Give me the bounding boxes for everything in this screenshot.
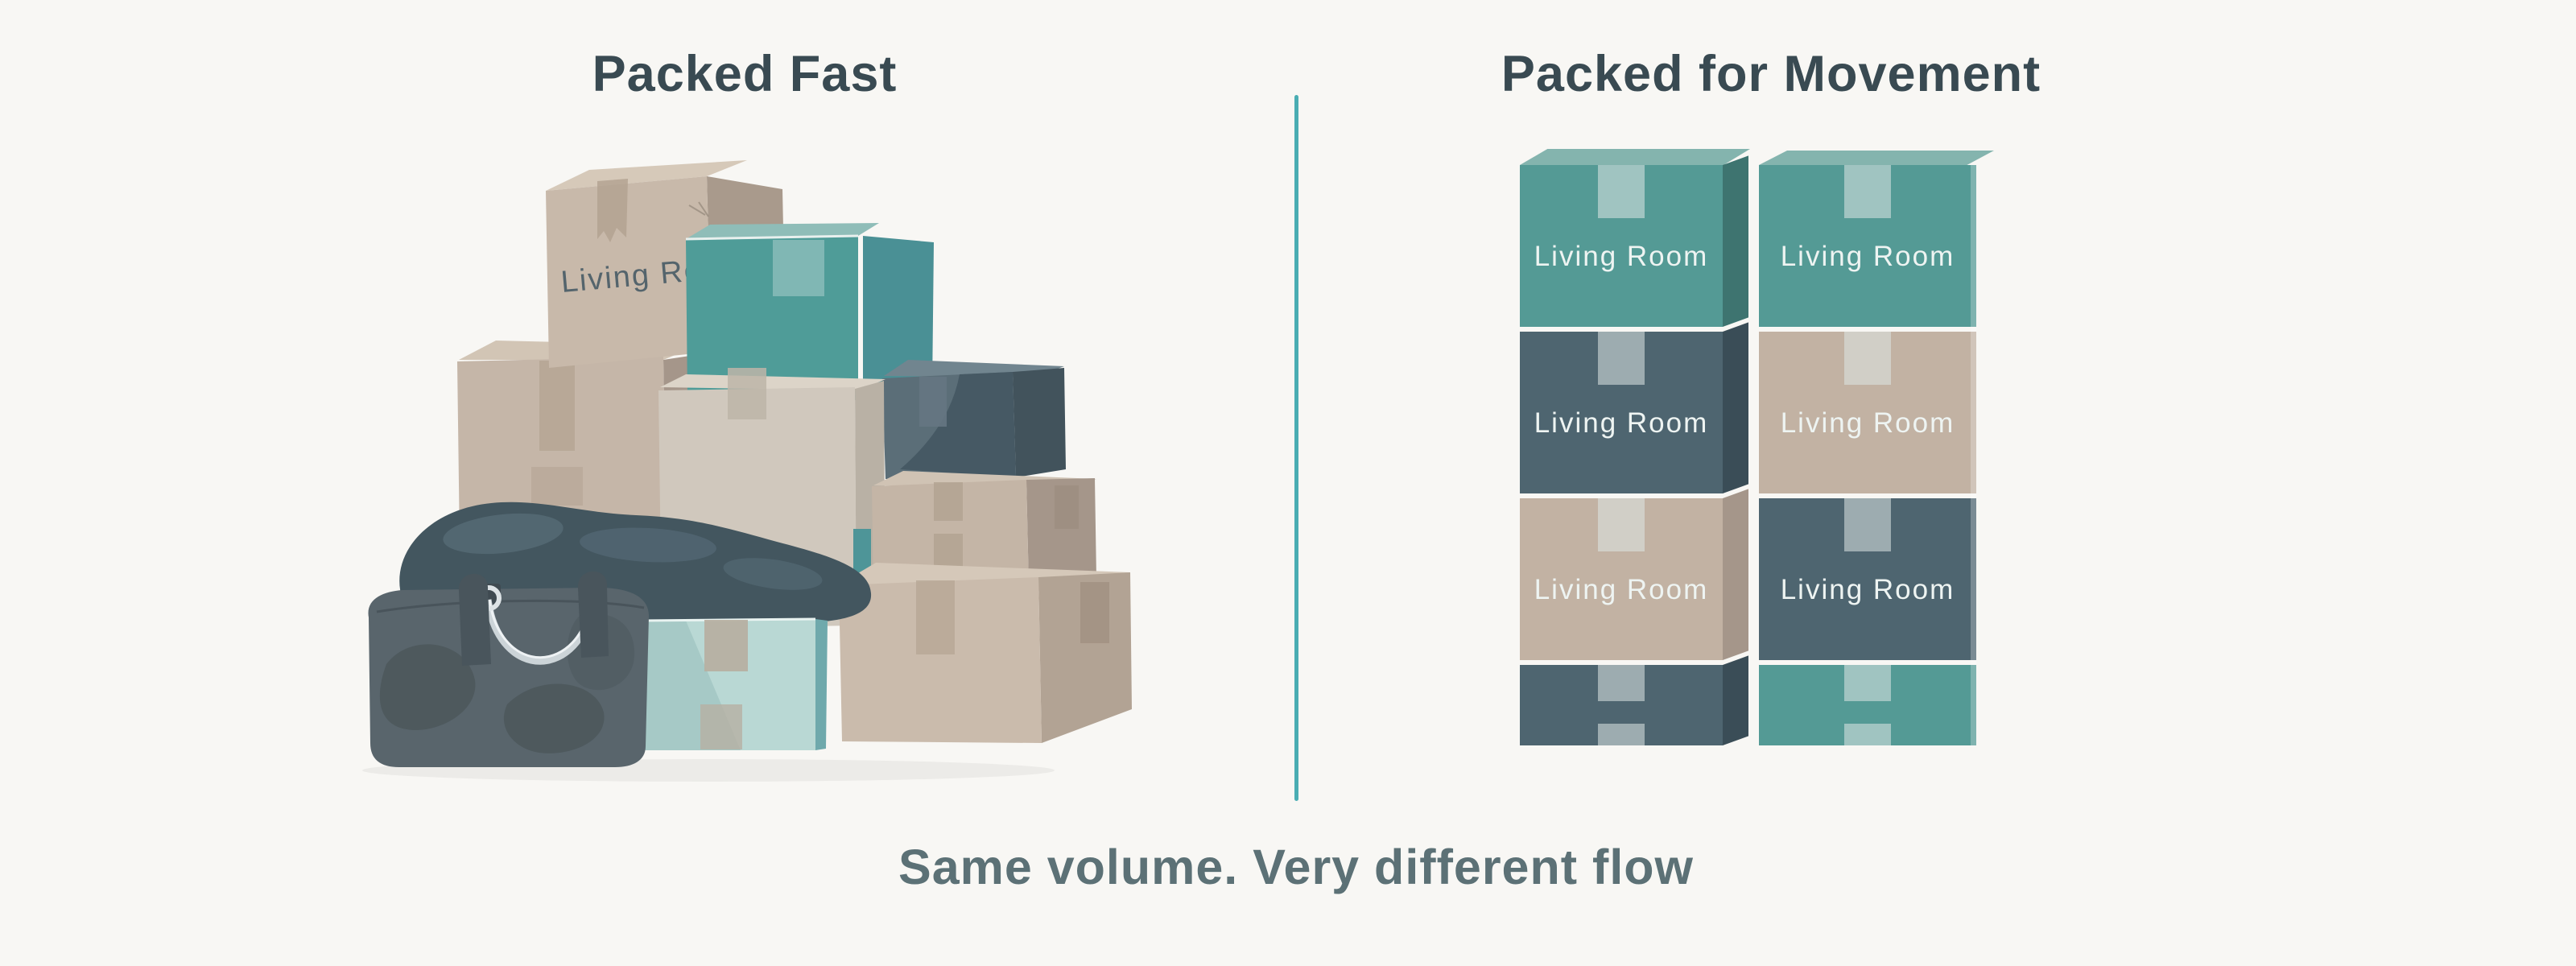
- moving-box: [1759, 665, 1976, 745]
- tape-strip: [1598, 498, 1645, 551]
- divider-line: [1294, 95, 1298, 801]
- bag-strap: [458, 573, 491, 666]
- duffel-bag: [368, 571, 649, 767]
- tape-strip: [1844, 332, 1891, 385]
- moving-box: [1520, 665, 1723, 745]
- packed-fast-illustration: Living Room: [362, 160, 1132, 782]
- tape-strip: [1598, 332, 1645, 385]
- tape-strip: [1844, 724, 1891, 745]
- slate-box: [882, 360, 1066, 479]
- box-label: Living Room: [1534, 407, 1709, 439]
- moving-box: Living Room: [1520, 498, 1723, 660]
- moving-box: Living Room: [1520, 165, 1723, 327]
- stack-top-face: [1759, 151, 1994, 165]
- packed-for-movement-illustration: Living Room Living Room Living Room Livi…: [1520, 149, 2011, 761]
- box-label: Living Room: [1780, 241, 1955, 272]
- moving-box: Living Room: [1759, 165, 1976, 327]
- tape-strip: [597, 179, 628, 242]
- stack-side-face: [1723, 155, 1748, 745]
- stack-top-face: [1520, 149, 1750, 165]
- tan-box-large: [839, 563, 1132, 743]
- mint-box: [630, 617, 828, 750]
- caption: Same volume. Very different flow: [898, 840, 1694, 894]
- box-label: Living Room: [1534, 241, 1709, 272]
- box-label: Living Room: [1780, 407, 1955, 439]
- teal-box: [685, 223, 934, 400]
- box-label: Living Room: [1534, 574, 1709, 605]
- tan-box-medium: [872, 471, 1096, 590]
- box-label: Living Room: [1780, 574, 1955, 605]
- tape-strip: [1844, 665, 1891, 701]
- tape-strip: [1598, 724, 1645, 745]
- moving-box: Living Room: [1759, 332, 1976, 493]
- right-panel-title: Packed for Movement: [1501, 46, 2041, 102]
- stack-edge-highlight: [1971, 165, 1976, 745]
- box-stack-right: Living Room Living Room Living Room: [1759, 149, 1994, 761]
- moving-box: Living Room: [1759, 498, 1976, 660]
- bag-strap: [577, 571, 609, 658]
- moving-box: Living Room: [1520, 332, 1723, 493]
- tape-strip: [1844, 165, 1891, 218]
- tape-strip: [1844, 498, 1891, 551]
- box-stack-left: Living Room Living Room Living Room: [1520, 149, 1750, 761]
- tape-strip: [1598, 165, 1645, 218]
- left-panel-title: Packed Fast: [592, 46, 898, 102]
- tape-strip: [1598, 665, 1645, 701]
